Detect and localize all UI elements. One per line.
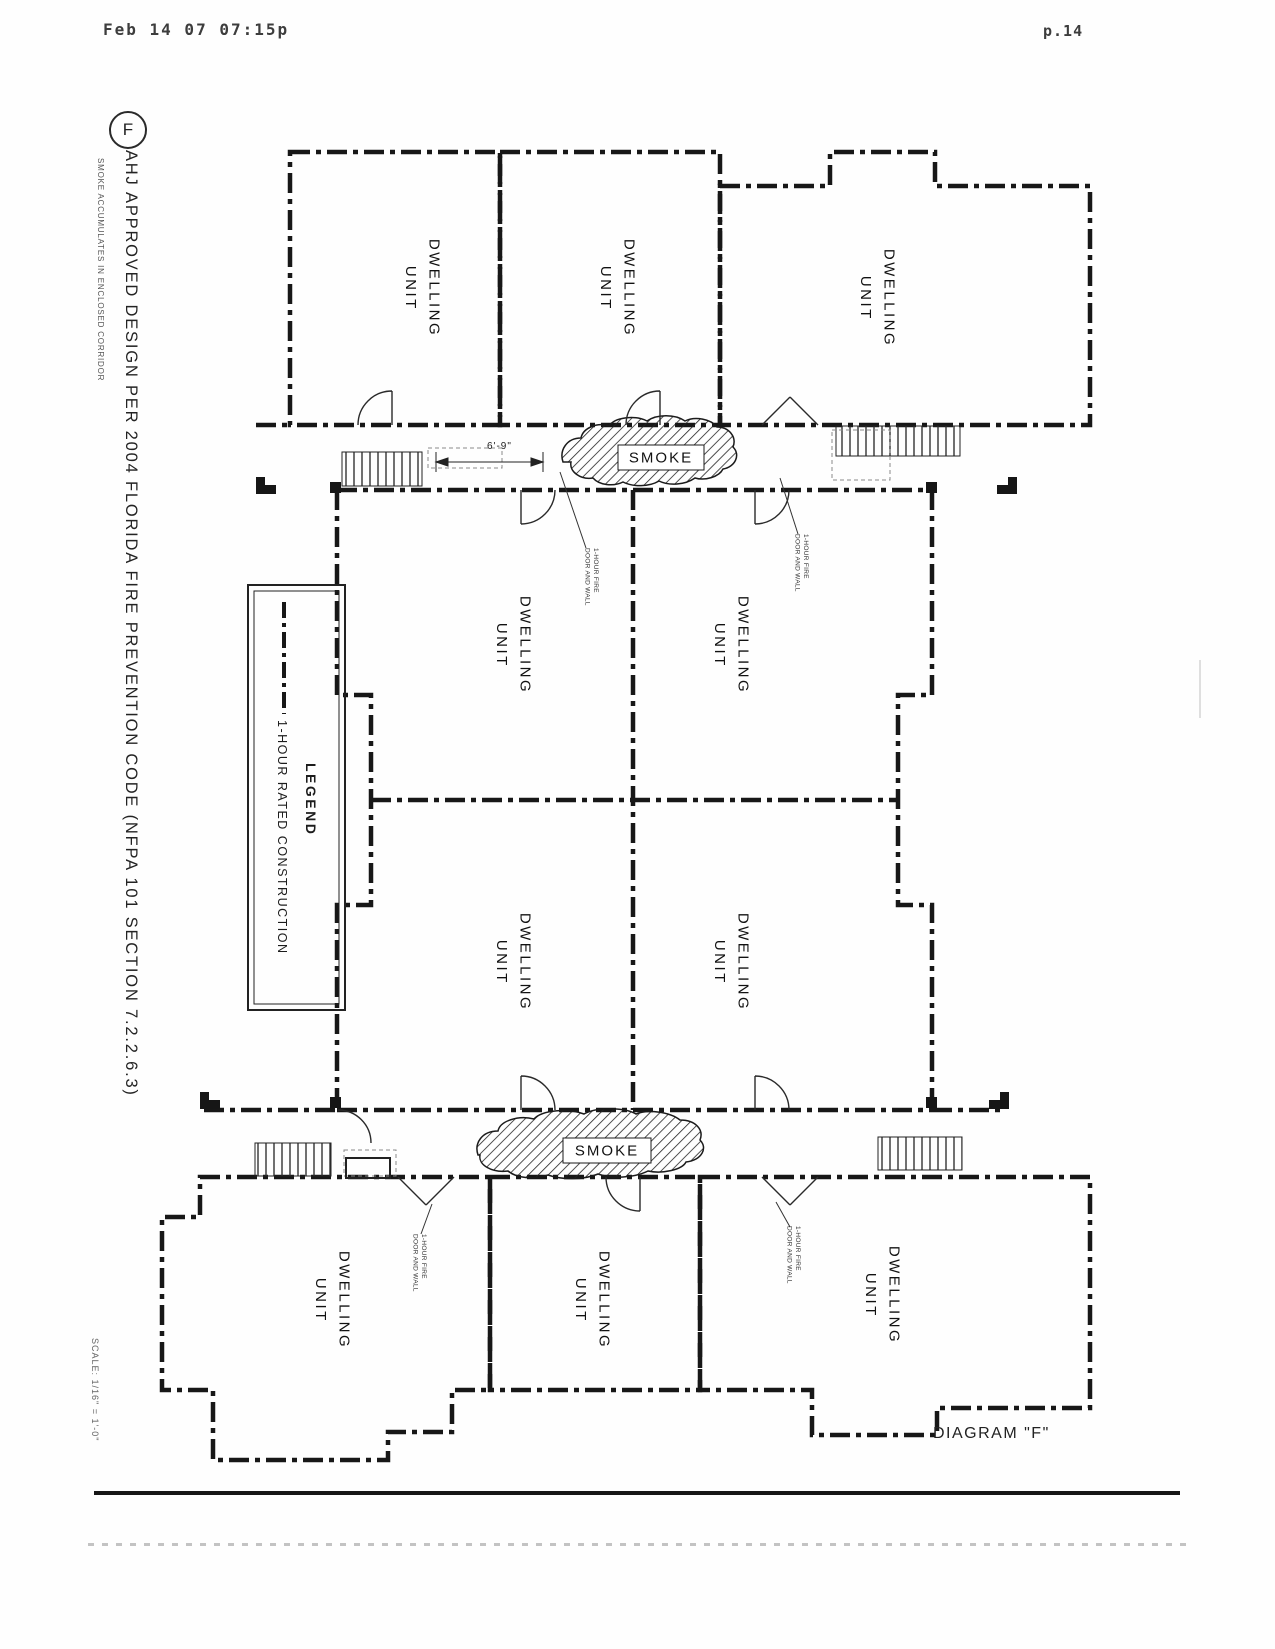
corridor2-equipment-box (345, 1157, 391, 1179)
smoke-label-box-bottom (562, 1137, 652, 1164)
wall-unit-top-left (287, 149, 503, 428)
room-label-bottom-right: DWELLING UNIT (862, 1245, 903, 1345)
fax-page-number: p.14 (1043, 22, 1084, 40)
room-label-top-right: DWELLING UNIT (857, 248, 898, 348)
room-label-top-left: DWELLING UNIT (402, 238, 443, 338)
fax-smudge (1199, 660, 1201, 718)
page-title: AHJ APPROVED DESIGN PER 2004 FLORIDA FIR… (122, 150, 140, 1097)
room-label-mid-upper-left: DWELLING UNIT (493, 595, 534, 695)
smoke-label-top: SMOKE (628, 449, 694, 467)
diagram-title: DIAGRAM "F" (933, 1425, 1050, 1442)
wall-unit-bottom-right (697, 1174, 1093, 1438)
smoke-label-box-top (617, 444, 705, 471)
fax-timestamp: Feb 14 07 07:15p (103, 20, 290, 39)
corner-marks (200, 477, 1017, 1109)
room-label-mid-lower-left: DWELLING UNIT (493, 912, 534, 1012)
legend-box (247, 584, 346, 1011)
wall-unit-top-right (717, 149, 1093, 428)
smoke-accumulation-note: SMOKE ACCUMULATES IN ENCLOSED CORRIDOR (96, 158, 105, 382)
leader-lines (420, 471, 799, 1235)
fire-door-note: 1-HOUR FIRE DOOR AND WALL (411, 1234, 427, 1292)
dimension-label: 6'-9" (487, 441, 512, 452)
scale-note: SCALE: 1/16" = 1'-0" (90, 1338, 100, 1442)
wall-mid-left (334, 490, 374, 1112)
wall-mid-right (895, 490, 935, 1112)
dimension-arrow (434, 452, 545, 472)
room-label-mid-upper-right: DWELLING UNIT (711, 595, 752, 695)
stair-hatch (254, 1142, 332, 1177)
dashed-guides (343, 429, 891, 1177)
fire-door-note: 1-HOUR FIRE DOOR AND WALL (793, 534, 809, 592)
room-label-bottom-left: DWELLING UNIT (312, 1250, 353, 1350)
stair-hatches (254, 425, 963, 1177)
smoke-label-bottom: SMOKE (574, 1142, 640, 1160)
room-label-mid-lower-right: DWELLING UNIT (711, 912, 752, 1012)
fire-door-note: 1-HOUR FIRE DOOR AND WALL (785, 1226, 801, 1284)
wall-unit-bottom-left (159, 1174, 493, 1463)
diagram-letter-badge: F (109, 111, 147, 149)
legend-item-label: 1-HOUR RATED CONSTRUCTION (275, 720, 289, 955)
fire-door-note: 1-HOUR FIRE DOOR AND WALL (583, 548, 599, 606)
smoke-door-bottom-left (397, 1176, 455, 1206)
smoke-door-top (761, 396, 819, 426)
rated-walls (159, 149, 1093, 1463)
legend-title: LEGEND (303, 763, 319, 837)
stair-hatch (835, 425, 961, 457)
room-label-bottom-middle: DWELLING UNIT (572, 1250, 613, 1350)
fax-noise-line (88, 1543, 1188, 1546)
stair-hatch (877, 1136, 963, 1171)
stair-hatch (341, 451, 423, 487)
bottom-rule (94, 1491, 1180, 1495)
smoke-clouds (476, 415, 738, 1180)
smoke-door-bottom-right (761, 1176, 819, 1206)
door-arcs (337, 390, 819, 1212)
room-label-top-middle: DWELLING UNIT (597, 238, 638, 338)
